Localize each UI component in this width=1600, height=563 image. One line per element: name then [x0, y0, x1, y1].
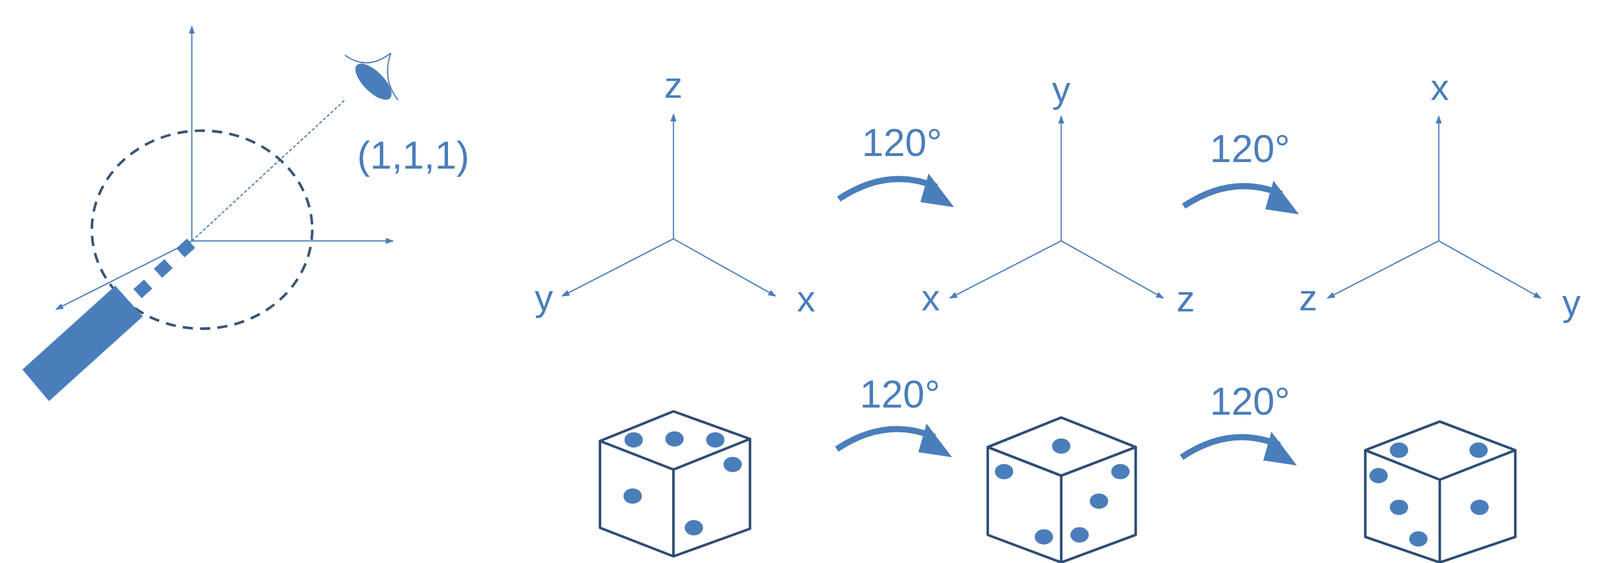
axis-triads — [562, 114, 1541, 299]
dice-pips — [623, 431, 1489, 547]
eye-symbol — [344, 53, 399, 106]
axis-label: z — [664, 67, 683, 105]
axis-label: z — [1176, 280, 1195, 318]
angle-label: 120° — [1209, 129, 1290, 169]
dice — [600, 411, 1516, 563]
axis-label: y — [1562, 284, 1581, 322]
point-label: (1,1,1) — [357, 135, 470, 175]
axis-label: y — [1052, 71, 1071, 109]
view-axis-figure — [56, 26, 393, 310]
rotation-arrows — [836, 173, 1300, 466]
axis-label: y — [534, 279, 553, 317]
angle-label: 120° — [1209, 381, 1290, 421]
angle-label: 120° — [859, 374, 941, 414]
axis-label: x — [796, 280, 815, 318]
flashlight — [22, 238, 195, 402]
angle-label: 120° — [862, 123, 943, 163]
axis-label: x — [1430, 69, 1449, 106]
axis-label: z — [1299, 279, 1318, 317]
axis-label: x — [921, 279, 940, 317]
